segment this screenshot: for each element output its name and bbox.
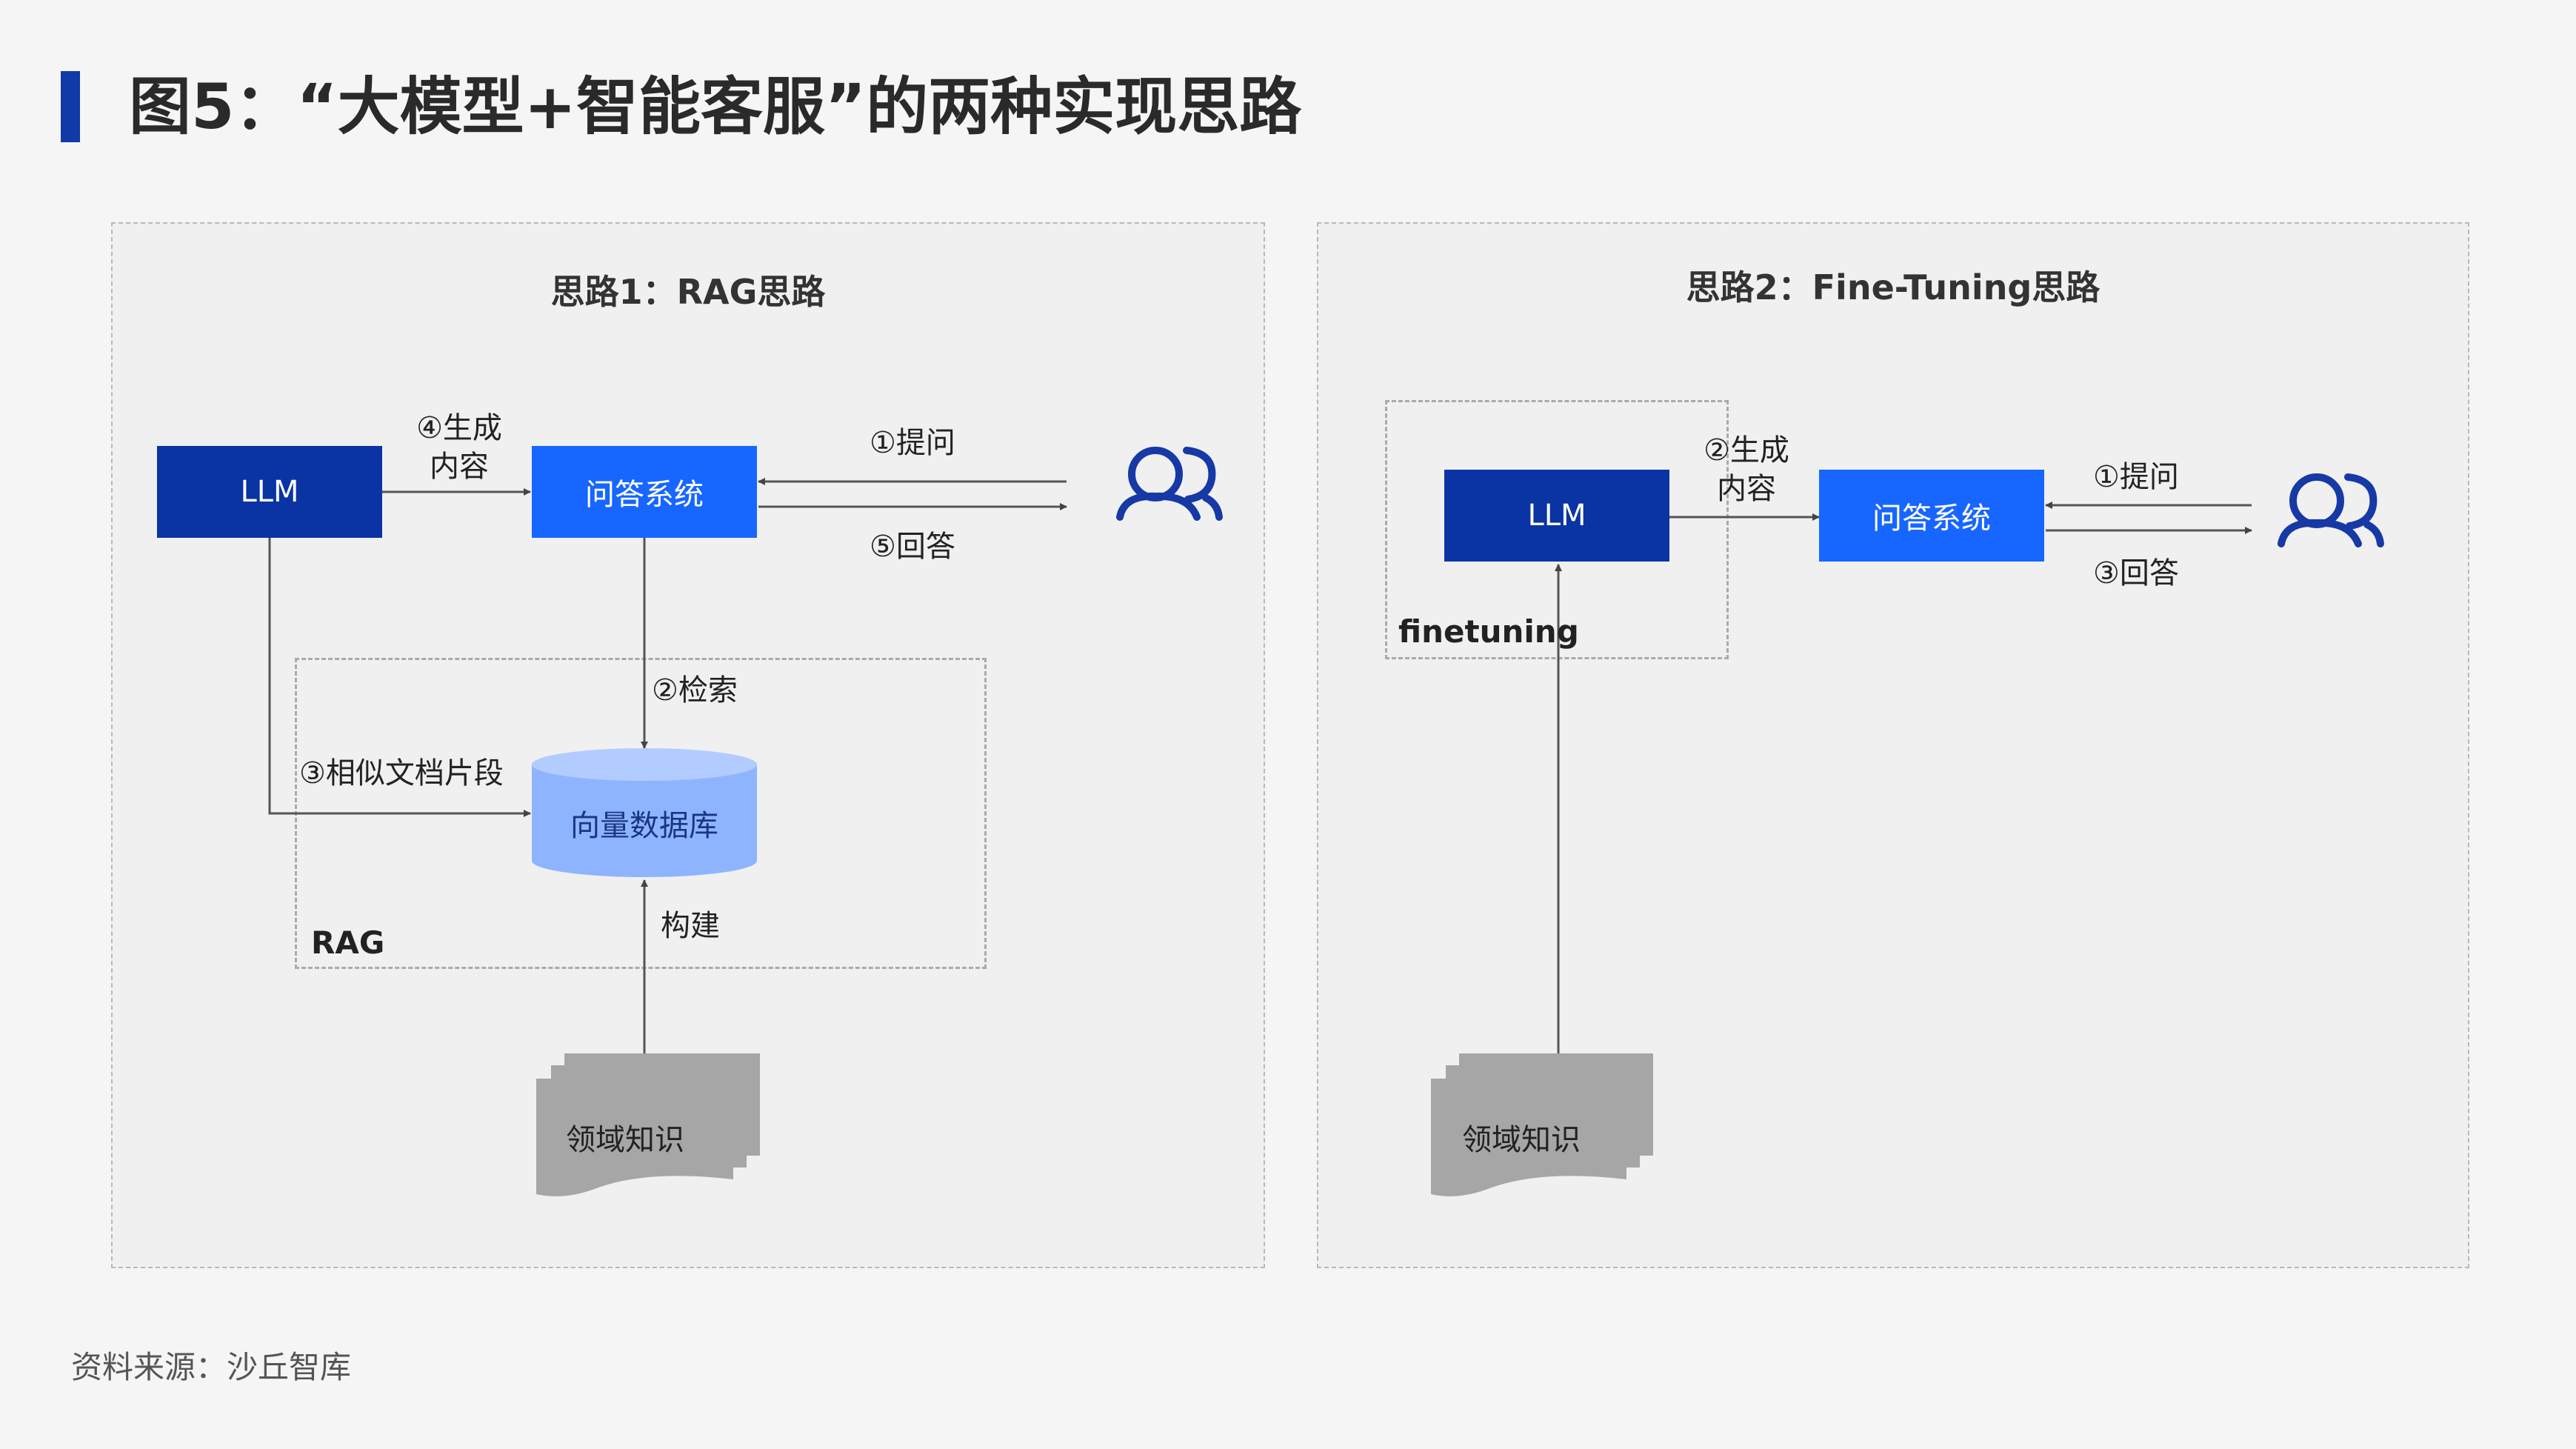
label-build: 构建: [661, 909, 720, 943]
domain-knowledge-label-right: 领域知识: [1462, 1123, 1581, 1157]
label-rag: RAG: [311, 925, 385, 961]
label-answer-right: ③回答: [2093, 556, 2179, 590]
panel-title-rag: 思路1：RAG思路: [550, 272, 826, 312]
label-answer-left: ⑤回答: [870, 530, 955, 564]
panel-title-finetuning: 思路2：Fine-Tuning思路: [1686, 267, 2100, 307]
domain-knowledge-label-left: 领域知识: [566, 1123, 684, 1157]
label-ask-right: ①提问: [2093, 460, 2179, 494]
vector-db-cylinder: [532, 748, 757, 877]
page-title: 图5：“大模型+智能客服”的两种实现思路: [129, 70, 1302, 143]
doc-stack-right: [1431, 1053, 1653, 1196]
label-generate-right: ②生成 内容: [1704, 433, 1789, 506]
vector-db-label: 向量数据库: [570, 809, 718, 843]
label-ask-left: ①提问: [870, 426, 955, 460]
llm-box-left: LLM: [157, 446, 382, 538]
label-similar-docs: ③相似文档片段: [299, 756, 504, 790]
llm-box-right: LLM: [1444, 470, 1669, 562]
title-accent-bar: [61, 71, 80, 142]
label-finetuning: finetuning: [1398, 613, 1579, 650]
finetuning-group-box: [1385, 400, 1729, 659]
users-icon-left: [1116, 447, 1223, 521]
qa-system-box-right: 问答系统: [1819, 470, 2044, 562]
label-generate-left: ④生成 内容: [416, 411, 502, 484]
arrow-similar-docs: [268, 538, 531, 817]
users-icon-right: [2278, 473, 2384, 547]
qa-system-box-left: 问答系统: [532, 446, 757, 538]
doc-stack-left: [536, 1053, 760, 1196]
label-search: ②检索: [652, 673, 738, 707]
source-note: 资料来源：沙丘智库: [71, 1349, 352, 1385]
